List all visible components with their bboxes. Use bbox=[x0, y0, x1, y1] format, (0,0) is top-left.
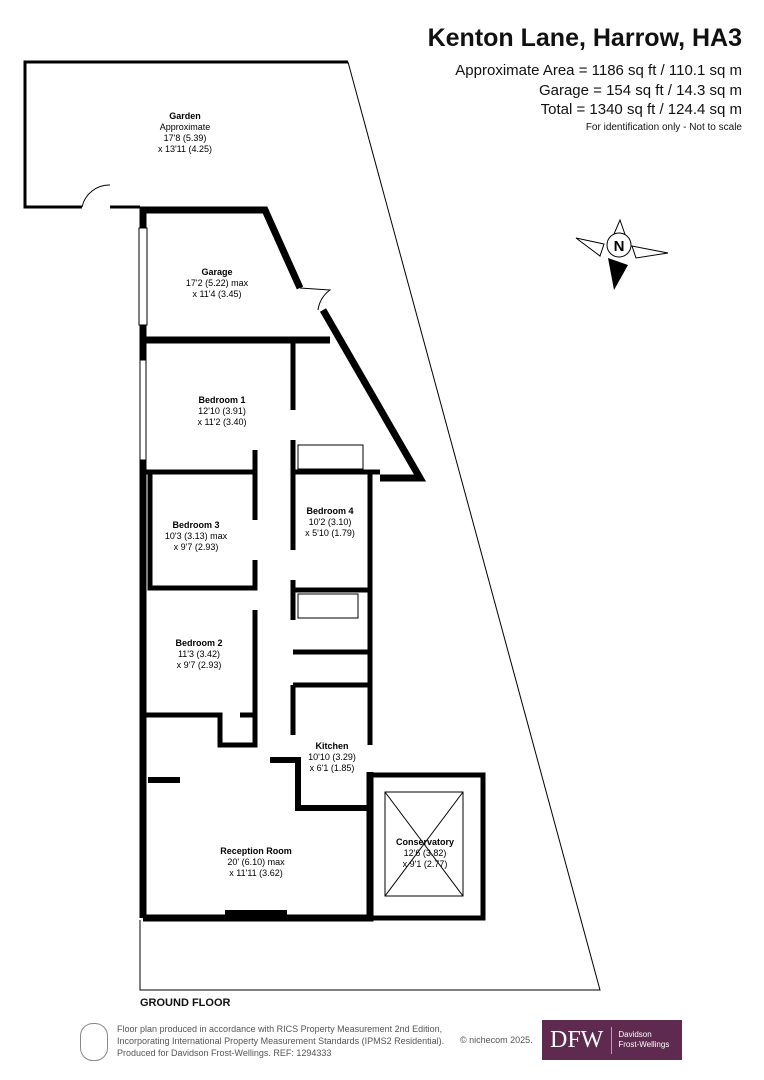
bedroom2-wall bbox=[143, 712, 258, 748]
svg-text:Kitchen: Kitchen bbox=[315, 741, 348, 751]
footer-notes: Floor plan produced in accordance with R… bbox=[117, 1024, 445, 1058]
svg-text:Garage: Garage bbox=[201, 267, 232, 277]
garden-wall bbox=[23, 60, 348, 209]
svg-text:Bedroom 4: Bedroom 4 bbox=[306, 506, 353, 516]
garage-area: Garage = 154 sq ft / 14.3 sq m bbox=[538, 82, 742, 99]
total-area: Total = 1340 sq ft / 124.4 sq m bbox=[540, 101, 742, 118]
person-icon bbox=[80, 1023, 108, 1061]
svg-text:Bedroom 3: Bedroom 3 bbox=[172, 520, 219, 530]
svg-text:12'6 (3.82): 12'6 (3.82) bbox=[404, 848, 447, 858]
svg-text:x 6'1 (1.85): x 6'1 (1.85) bbox=[310, 763, 355, 773]
room-kitchen: Kitchen 10'10 (3.29) x 6'1 (1.85) bbox=[308, 741, 356, 773]
corridor-wall bbox=[143, 450, 258, 475]
svg-text:x 9'7 (2.93): x 9'7 (2.93) bbox=[174, 542, 219, 552]
scale-note: For identification only - Not to scale bbox=[585, 122, 742, 133]
conservatory-wall bbox=[367, 772, 486, 921]
svg-text:x 11'11 (3.62): x 11'11 (3.62) bbox=[229, 868, 282, 878]
svg-text:10'3 (3.13) max: 10'3 (3.13) max bbox=[165, 531, 228, 541]
room-conservatory: Conservatory 12'6 (3.82) x 9'1 (2.77) bbox=[396, 837, 454, 869]
diagonal-wall bbox=[319, 308, 427, 482]
room-bedroom-3: Bedroom 3 10'3 (3.13) max x 9'7 (2.93) bbox=[165, 520, 228, 552]
svg-text:x 13'11 (4.25): x 13'11 (4.25) bbox=[158, 144, 212, 154]
garden-door bbox=[81, 184, 111, 208]
bath bbox=[297, 593, 359, 619]
svg-text:20' (6.10) max: 20' (6.10) max bbox=[227, 857, 285, 867]
room-bedroom-4: Bedroom 4 10'2 (3.10) x 5'10 (1.79) bbox=[305, 506, 355, 538]
room-garden: Garden Approximate 17'8 (5.39) x 13'11 (… bbox=[158, 111, 212, 154]
compass-north: N bbox=[614, 238, 625, 255]
room-garage: Garage 17'2 (5.22) max x 11'4 (3.45) bbox=[186, 267, 249, 299]
copyright: © nichecom 2025. bbox=[460, 1035, 533, 1045]
reception-wall bbox=[143, 772, 374, 922]
svg-text:Approximate: Approximate bbox=[160, 122, 211, 132]
site-boundary bbox=[139, 61, 601, 991]
svg-text:x 11'2 (3.40): x 11'2 (3.40) bbox=[197, 417, 246, 427]
svg-text:12'10 (3.91): 12'10 (3.91) bbox=[198, 406, 246, 416]
room-reception: Reception Room 20' (6.10) max x 11'11 (3… bbox=[220, 846, 292, 878]
fireplace bbox=[225, 910, 287, 920]
window bbox=[139, 359, 147, 461]
svg-text:Conservatory: Conservatory bbox=[396, 837, 454, 847]
svg-text:Bedroom 1: Bedroom 1 bbox=[198, 395, 245, 405]
svg-text:x 5'10 (1.79): x 5'10 (1.79) bbox=[305, 528, 355, 538]
garage-door bbox=[138, 227, 148, 326]
svg-text:17'2 (5.22) max: 17'2 (5.22) max bbox=[186, 278, 249, 288]
svg-text:11'3 (3.42): 11'3 (3.42) bbox=[178, 649, 220, 659]
bedroom3-wall bbox=[147, 472, 258, 591]
reception-wall bbox=[270, 757, 370, 811]
svg-text:x 9'7 (2.93): x 9'7 (2.93) bbox=[177, 660, 222, 670]
room-bedroom-1: Bedroom 1 12'10 (3.91) x 11'2 (3.40) bbox=[197, 395, 246, 427]
garage-side-door bbox=[299, 287, 332, 311]
svg-text:Bedroom 2: Bedroom 2 bbox=[175, 638, 222, 648]
svg-text:x 11'4 (3.45): x 11'4 (3.45) bbox=[192, 289, 241, 299]
svg-text:10'2 (3.10): 10'2 (3.10) bbox=[309, 517, 352, 527]
approximate-area: Approximate Area = 1186 sq ft / 110.1 sq… bbox=[455, 62, 742, 79]
bath bbox=[297, 444, 364, 470]
roof-lantern bbox=[384, 791, 464, 897]
compass-icon: N bbox=[575, 218, 669, 290]
svg-text:Garden: Garden bbox=[169, 111, 201, 121]
svg-text:x 9'1 (2.77): x 9'1 (2.77) bbox=[403, 859, 448, 869]
room-bedroom-2: Bedroom 2 11'3 (3.42) x 9'7 (2.93) bbox=[175, 638, 222, 670]
svg-text:17'8 (5.39): 17'8 (5.39) bbox=[164, 133, 207, 143]
bedroom2-wall bbox=[240, 610, 258, 718]
svg-text:Reception Room: Reception Room bbox=[220, 846, 292, 856]
floor-label: GROUND FLOOR bbox=[140, 997, 231, 1009]
property-title: Kenton Lane, Harrow, HA3 bbox=[427, 24, 742, 52]
svg-text:10'10 (3.29): 10'10 (3.29) bbox=[308, 752, 356, 762]
